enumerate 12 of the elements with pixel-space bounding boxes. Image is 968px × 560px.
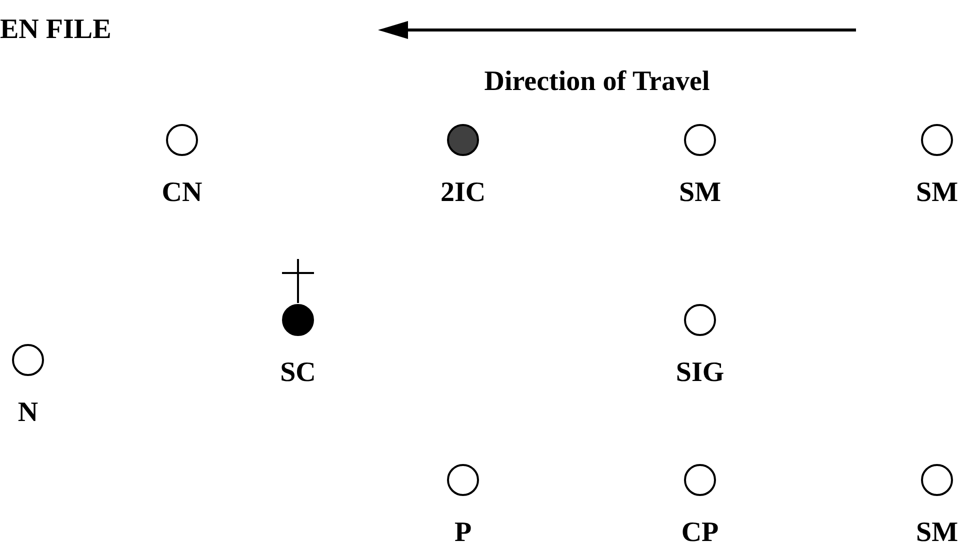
position-label: P <box>454 517 472 549</box>
position-label: N <box>18 397 38 429</box>
position-label: CP <box>681 517 719 549</box>
title: EN FILE <box>0 13 112 47</box>
position-label: SM <box>916 517 958 549</box>
position-label: SC <box>280 357 316 389</box>
position-label: CN <box>162 177 202 209</box>
position-label: SM <box>679 177 721 209</box>
position-label: SIG <box>676 357 724 389</box>
position-label: 2IC <box>440 177 486 209</box>
position-label: SM <box>916 177 958 209</box>
direction-label: Direction of Travel <box>483 65 711 99</box>
